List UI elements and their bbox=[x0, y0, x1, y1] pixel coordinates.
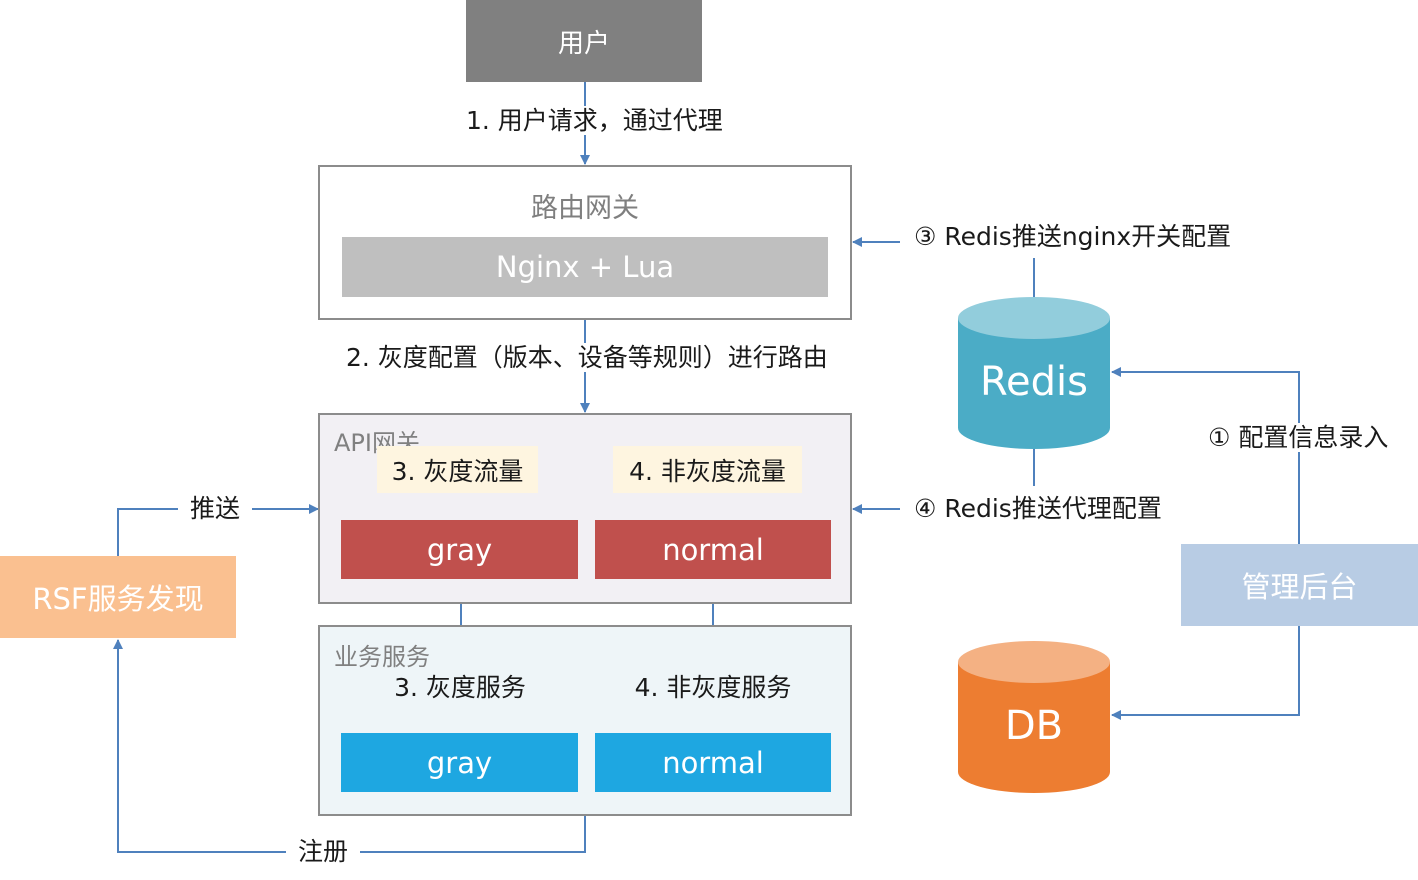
edge-label-push: 推送 bbox=[178, 494, 253, 523]
admin-node: 管理后台 bbox=[1181, 544, 1418, 626]
edge-label-redis-push-proxy: ④ Redis推送代理配置 bbox=[910, 494, 1166, 523]
edge-label-gray-routing: 2. 灰度配置（版本、设备等规则）进行路由 bbox=[342, 343, 832, 372]
edge-label-register: 注册 bbox=[286, 837, 361, 866]
user-label: 用户 bbox=[557, 28, 610, 59]
gray-service-label: 3. 灰度服务 bbox=[380, 668, 540, 704]
edge-label-config-input: ① 配置信息录入 bbox=[1204, 423, 1393, 452]
router-gateway-title: 路由网关 bbox=[531, 192, 639, 224]
redis-cylinder: Redis bbox=[957, 296, 1111, 450]
router-gateway: 路由网关 Nginx + Lua bbox=[318, 165, 852, 320]
gray-traffic-label: 3. 灰度流量 bbox=[377, 446, 538, 493]
rsf-discovery-node: RSF服务发现 bbox=[0, 556, 236, 638]
normal-traffic-label: 4. 非灰度流量 bbox=[613, 446, 802, 493]
db-cylinder-shape bbox=[958, 641, 1110, 793]
service-normal-box: normal bbox=[595, 733, 831, 792]
edge-label-user-request: 1. 用户请求，通过代理 bbox=[462, 106, 727, 135]
edge-label-redis-push-nginx: ③ Redis推送nginx开关配置 bbox=[910, 222, 1236, 251]
api-gray-box: gray bbox=[341, 520, 578, 579]
line-admin-to-redis bbox=[1111, 367, 1300, 544]
service-gray-box: gray bbox=[341, 733, 578, 792]
db-label: DB bbox=[1004, 703, 1064, 749]
api-normal-box: normal bbox=[595, 520, 831, 579]
nginx-lua-box: Nginx + Lua bbox=[342, 237, 828, 297]
line-admin-to-db bbox=[1111, 626, 1300, 720]
redis-cylinder-shape bbox=[958, 297, 1110, 449]
user-node: 用户 bbox=[466, 0, 702, 82]
redis-label: Redis bbox=[980, 359, 1088, 405]
normal-service-label: 4. 非灰度服务 bbox=[618, 668, 808, 704]
business-services-title: 业务服务 bbox=[334, 643, 430, 671]
db-cylinder: DB bbox=[957, 640, 1111, 794]
